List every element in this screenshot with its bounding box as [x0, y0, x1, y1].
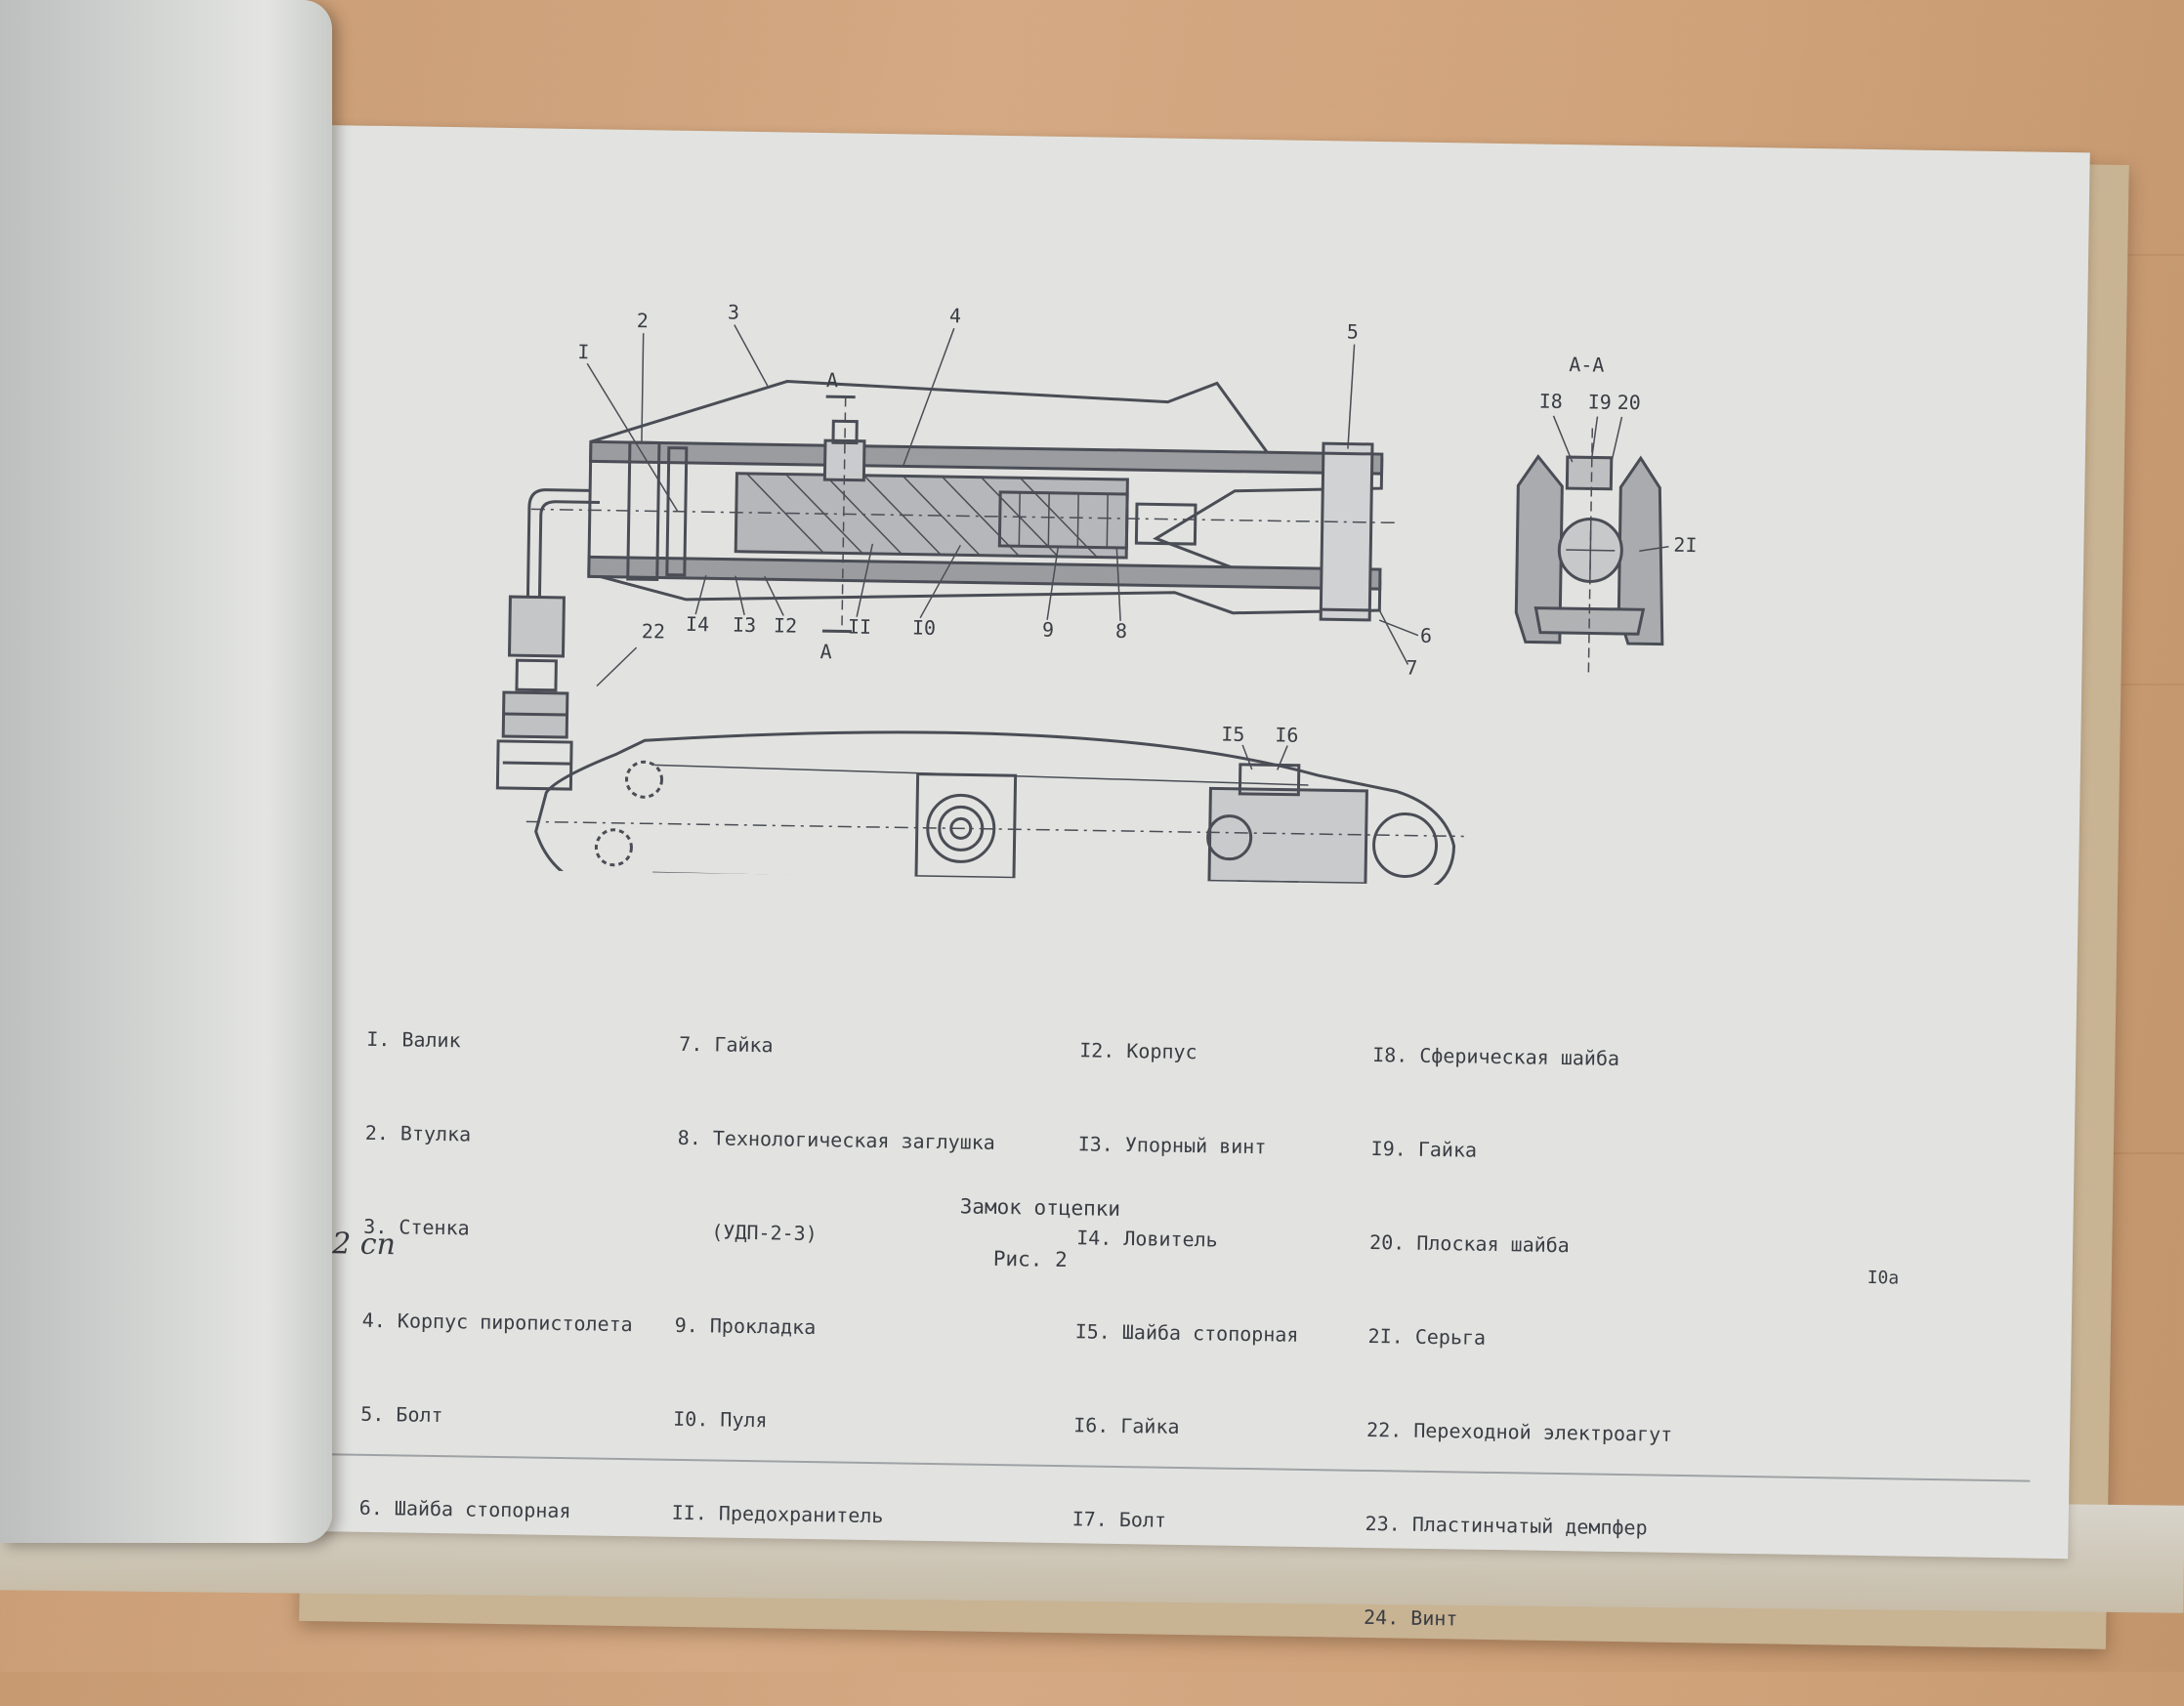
section-mark-bottom: A [819, 640, 831, 663]
figure-number: Рис. 2 [992, 1246, 1068, 1272]
callout-21: 2I [1673, 533, 1697, 557]
legend-item: I6. Гайка [1072, 1413, 1180, 1438]
legend-item: 20. Плоская шайба [1368, 1229, 1571, 1258]
main-assembly-section [495, 379, 1401, 791]
page-number: I0а [1867, 1267, 1900, 1289]
legend-item: 5. Болт [360, 1401, 443, 1428]
legend-item: 4. Корпус пиропистолета [361, 1308, 633, 1337]
legend-item: 6. Шайба стопорная [358, 1495, 571, 1523]
legend-item: 9. Прокладка [674, 1312, 817, 1340]
technical-drawing: 2 3 I 4 5 6 7 8 9 I0 II I2 I3 I4 22 A A [495, 301, 1698, 893]
legend-column-1: I. Валик 2. Втулка 3. Стенка 4. Корпус п… [358, 961, 639, 1590]
legend-item: (УДП-2-3) [676, 1219, 818, 1246]
legend-item: I4. Ловитель [1076, 1226, 1218, 1252]
section-mark-top: A [826, 368, 838, 392]
callout-14: I4 [686, 612, 709, 636]
legend-item: 8. Технологическая заглушка [677, 1125, 996, 1154]
legend-column-2: 7. Гайка 8. Технологическая заглушка (УД… [670, 966, 997, 1596]
legend-item: I. Валик [366, 1026, 461, 1053]
legend-item: I3. Упорный винт [1077, 1132, 1267, 1159]
callout-1: I [577, 340, 589, 363]
callout-10: I0 [912, 616, 936, 640]
legend-item: I5. Шайба стопорная [1074, 1319, 1299, 1347]
legend-item: 22. Переходной электроагут [1365, 1417, 1673, 1446]
legend-item: 7. Гайка [679, 1031, 774, 1058]
callout-6: 6 [1420, 624, 1432, 647]
legend-item: I8. Сферическая шайба [1371, 1043, 1620, 1070]
callout-9: 9 [1042, 618, 1054, 642]
callout-19: I9 [1588, 390, 1612, 413]
callout-12: I2 [774, 613, 797, 637]
legend-column-4: I8. Сферическая шайба I9. Гайка 20. Плос… [1363, 977, 1680, 1700]
callout-22: 22 [642, 619, 665, 643]
legend-item: I0. Пуля [673, 1406, 768, 1433]
legend-item: 24. Винт [1363, 1604, 1458, 1631]
legend-item: 3. Стенка [363, 1214, 470, 1240]
callout-18: I8 [1539, 390, 1563, 413]
legend-item: 2I. Серьга [1367, 1323, 1487, 1350]
callout-3: 3 [728, 301, 739, 324]
leader-lines [586, 324, 1419, 687]
document-page: 2 3 I 4 5 6 7 8 9 I0 II I2 I3 I4 22 A A [272, 125, 2090, 1630]
drawing-caption: Замок отцепки [959, 1194, 1121, 1221]
legend-item: I7. Болт [1071, 1507, 1167, 1532]
callout-4: 4 [949, 304, 961, 327]
callout-16: I6 [1275, 723, 1298, 746]
callout-15: I5 [1221, 723, 1244, 746]
callout-13: I3 [733, 613, 756, 637]
callout-11: II [848, 615, 871, 639]
left-page-stack [0, 0, 332, 1543]
legend-item: II. Предохранитель [671, 1500, 884, 1528]
callout-5: 5 [1347, 320, 1359, 344]
legend-item: I2. Корпус [1079, 1038, 1197, 1064]
legend-item: 23. Пластинчатый демпфер [1365, 1511, 1648, 1540]
plan-view [525, 730, 1464, 893]
callout-8: 8 [1115, 619, 1127, 643]
section-aa-view [1514, 428, 1664, 673]
callout-2: 2 [637, 309, 649, 332]
legend-item: 2. Втулка [364, 1120, 472, 1146]
legend-column-3: I2. Корпус I3. Упорный винт I4. Ловитель… [1071, 972, 1304, 1601]
callout-20: 20 [1617, 391, 1641, 414]
section-aa-label: A-A [1569, 353, 1604, 377]
legend-item: I9. Гайка [1370, 1136, 1478, 1162]
callout-7: 7 [1406, 655, 1417, 679]
